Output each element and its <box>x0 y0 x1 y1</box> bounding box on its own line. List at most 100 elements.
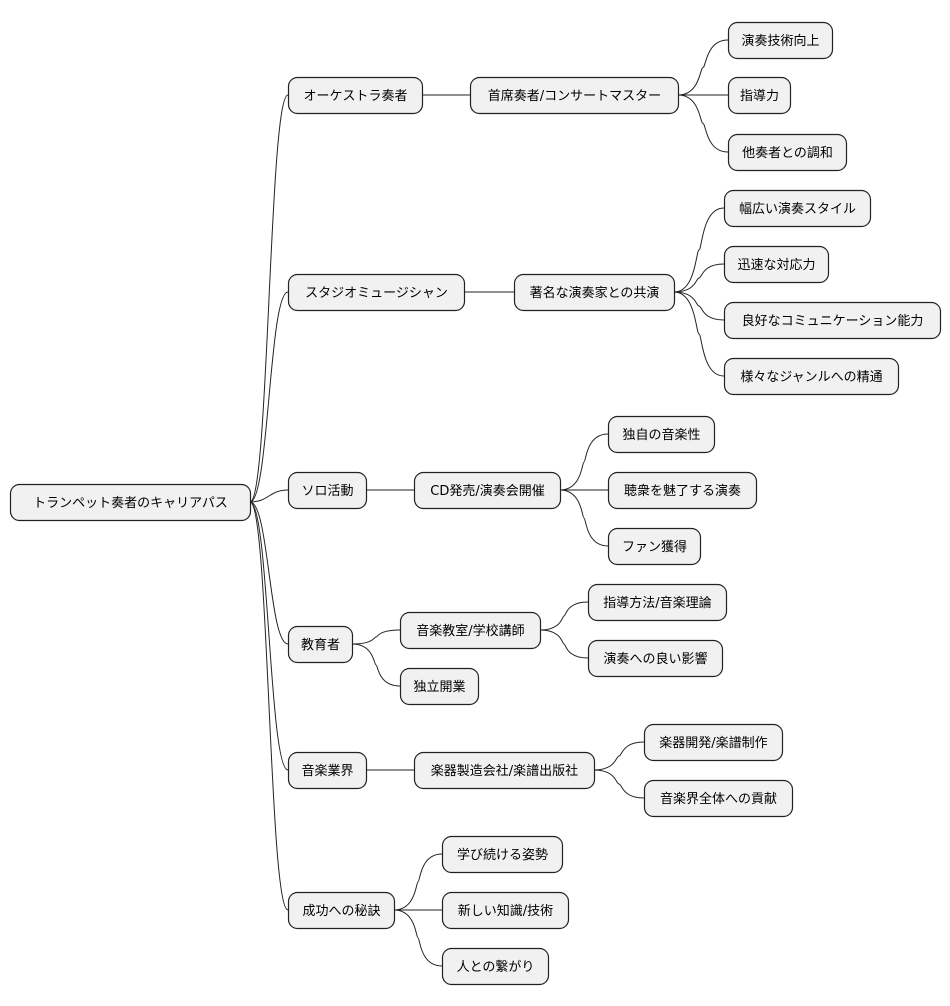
node-label: 教育者 <box>301 637 340 653</box>
node-box <box>287 471 368 510</box>
connector-costar-to-studio-genre <box>673 291 725 377</box>
node-orchestra: オーケストラ奏者 <box>287 76 424 115</box>
node-studio: スタジオミュージシャン <box>287 273 466 312</box>
node-box <box>513 273 676 312</box>
node-label: 人との繋がり <box>457 959 535 975</box>
connector-costar-to-studio-style <box>673 207 725 293</box>
connector-root-to-solo <box>249 489 289 503</box>
node-studio-style: 幅広い演奏スタイル <box>723 189 872 228</box>
node-label: ファン獲得 <box>622 539 687 555</box>
connector-school-to-edu-method <box>539 601 589 631</box>
node-box <box>587 639 724 678</box>
node-label: 音楽教室/学校講師 <box>416 623 524 639</box>
node-studio-genre: 様々なジャンルへの精通 <box>723 357 900 396</box>
node-educator: 教育者 <box>287 625 354 664</box>
connector-root-to-studio <box>249 291 289 503</box>
node-independent: 独立開業 <box>399 667 480 706</box>
node-label: 首席奏者/コンサートマスター <box>488 88 661 104</box>
connector-educator-to-independent <box>351 643 401 687</box>
node-label: オーケストラ奏者 <box>303 89 407 104</box>
connector-root-to-success <box>249 501 289 911</box>
node-edu-influence: 演奏への良い影響 <box>587 639 724 678</box>
node-solo-charm: 聴衆を魅了する演奏 <box>607 471 758 510</box>
node-label: 演奏への良い影響 <box>603 651 707 667</box>
node-ind-contrib: 音楽界全体への貢献 <box>643 779 794 818</box>
node-costar: 著名な演奏家との共演 <box>513 273 676 312</box>
node-studio-comm: 良好なコミュニケーション能力 <box>723 301 942 340</box>
node-label: 迅速な対応力 <box>737 258 815 273</box>
node-maker: 楽器製造会社/楽譜出版社 <box>413 751 596 790</box>
node-box <box>9 483 252 522</box>
node-orch-tech: 演奏技術向上 <box>727 21 834 60</box>
node-box <box>727 133 848 172</box>
node-box <box>607 415 716 454</box>
node-label: 演奏技術向上 <box>741 33 819 49</box>
connector-school-to-edu-influence <box>539 629 589 659</box>
node-box <box>723 189 872 228</box>
node-orch-lead: 指導力 <box>727 76 792 115</box>
node-box <box>469 76 680 115</box>
mindmap-connectors <box>249 39 729 967</box>
node-box <box>441 947 550 986</box>
node-box <box>723 245 830 284</box>
connector-principal-to-orch-tech <box>677 39 729 96</box>
node-box <box>723 301 942 340</box>
node-label: 聴衆を魅了する演奏 <box>624 483 741 499</box>
connector-root-to-educator <box>249 501 289 645</box>
node-label: 楽器開発/楽譜制作 <box>659 735 767 751</box>
node-label: 学び続ける姿勢 <box>457 847 548 863</box>
connector-cd-to-solo-music <box>559 433 609 491</box>
mindmap-nodes: トランペット奏者のキャリアパス オーケストラ奏者 首席奏者/コンサートマスター 演奏技… <box>9 21 942 986</box>
node-box <box>607 527 702 566</box>
node-label: トランペット奏者のキャリアパス <box>33 496 228 511</box>
node-box <box>287 751 368 790</box>
node-box <box>399 667 480 706</box>
node-box <box>441 891 570 930</box>
node-box <box>287 76 424 115</box>
node-label: 音楽業界 <box>301 763 353 779</box>
node-box <box>587 583 728 622</box>
node-box <box>643 779 794 818</box>
node-box <box>287 273 466 312</box>
node-box <box>643 723 784 762</box>
node-root: トランペット奏者のキャリアパス <box>9 483 252 522</box>
node-label: ソロ活動 <box>301 484 353 499</box>
node-label: 独立開業 <box>413 679 465 695</box>
node-label: 様々なジャンルへの精通 <box>740 370 882 385</box>
node-label: 指導力 <box>740 89 779 104</box>
node-box <box>727 76 792 115</box>
node-solo-fans: ファン獲得 <box>607 527 702 566</box>
node-box <box>399 611 542 650</box>
connector-maker-to-ind-dev <box>593 741 645 771</box>
connector-root-to-orchestra <box>249 94 289 503</box>
node-principal: 首席奏者/コンサートマスター <box>469 76 680 115</box>
node-box <box>287 891 396 930</box>
connector-educator-to-school <box>351 629 401 645</box>
connector-costar-to-studio-response <box>673 263 725 293</box>
node-label: 新しい知識/技術 <box>458 903 553 919</box>
node-box <box>723 357 900 396</box>
node-box <box>727 21 834 60</box>
node-box <box>441 835 564 874</box>
node-solo: ソロ活動 <box>287 471 368 510</box>
node-edu-method: 指導方法/音楽理論 <box>587 583 728 622</box>
node-success: 成功への秘訣 <box>287 891 396 930</box>
node-label: 独自の音楽性 <box>622 427 700 443</box>
connector-costar-to-studio-comm <box>673 291 725 321</box>
connector-root-to-industry <box>249 501 289 771</box>
node-box <box>413 751 596 790</box>
node-industry: 音楽業界 <box>287 751 368 790</box>
node-school: 音楽教室/学校講師 <box>399 611 542 650</box>
node-label: 幅広い演奏スタイル <box>739 201 856 217</box>
node-label: 著名な演奏家との共演 <box>530 285 660 301</box>
node-label: 楽器製造会社/楽譜出版社 <box>431 763 578 779</box>
connector-success-to-succ-network <box>393 909 443 967</box>
node-studio-response: 迅速な対応力 <box>723 245 830 284</box>
node-box <box>413 471 562 510</box>
connector-principal-to-orch-harmony <box>677 94 729 153</box>
connector-success-to-succ-learn <box>393 853 443 911</box>
node-ind-dev: 楽器開発/楽譜制作 <box>643 723 784 762</box>
node-succ-knowledge: 新しい知識/技術 <box>441 891 570 930</box>
node-solo-music: 独自の音楽性 <box>607 415 716 454</box>
node-orch-harmony: 他奏者との調和 <box>727 133 848 172</box>
